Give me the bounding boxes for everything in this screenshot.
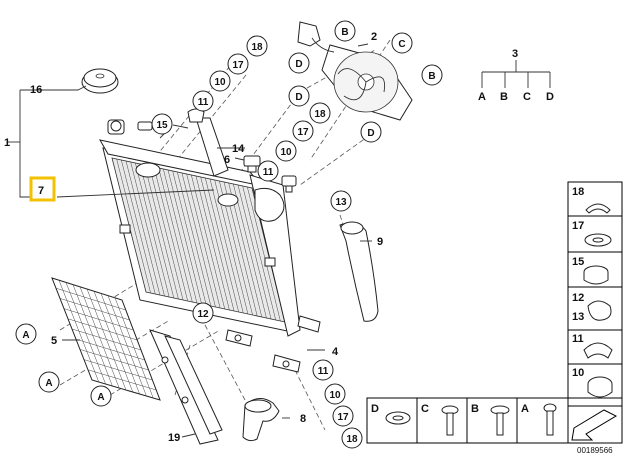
callout-Aa: A <box>15 323 37 345</box>
label-14: 14 <box>232 143 245 155</box>
side-panel-18: 18 <box>572 186 584 198</box>
callout-17c: 17 <box>332 405 354 427</box>
svg-text:11: 11 <box>318 366 329 377</box>
callout-Ba: B <box>334 20 356 42</box>
callout-11a: 11 <box>192 90 214 112</box>
callout-18b: 18 <box>309 102 331 124</box>
callout-17a: 17 <box>227 53 249 75</box>
radiator <box>99 119 321 373</box>
svg-text:A: A <box>45 378 52 389</box>
side-panel-15: 15 <box>572 256 584 268</box>
label-16: 16 <box>30 84 42 96</box>
callout-12: 12 <box>192 302 214 324</box>
callout-11b: 11 <box>257 160 279 182</box>
leader-lines <box>8 43 372 438</box>
svg-text:D: D <box>367 128 374 139</box>
tree-leaf-c: C <box>523 91 531 103</box>
callout-Ac: A <box>90 385 112 407</box>
callout-10b: 10 <box>275 140 297 162</box>
callout-Ab: A <box>38 371 60 393</box>
svg-text:10: 10 <box>214 77 226 88</box>
label-4: 4 <box>332 346 339 358</box>
callout-Bb: B <box>421 64 443 86</box>
side-panel-11: 11 <box>572 333 584 345</box>
label-5: 5 <box>51 335 57 347</box>
tree-leaf-b: B <box>500 91 508 103</box>
bottom-panel-b: B <box>471 403 479 415</box>
label-1: 1 <box>4 137 10 149</box>
radiator-cap <box>81 68 119 94</box>
bottom-panel-c: C <box>421 403 429 415</box>
label-3: 3 <box>512 48 518 60</box>
callout-Dc: D <box>360 121 382 143</box>
svg-text:D: D <box>295 92 302 103</box>
part-labels: 1 2 3 4 5 6 8 9 14 16 19 <box>4 31 518 444</box>
callout-Ca: C <box>391 32 413 54</box>
callout-Da: D <box>288 52 310 74</box>
tree-3: A B C D <box>478 60 554 103</box>
callout-18c: 18 <box>341 427 363 449</box>
side-panel-17: 17 <box>572 220 584 232</box>
callout-15: 15 <box>151 113 173 135</box>
air-guide <box>51 277 161 401</box>
label-2: 2 <box>371 31 377 43</box>
side-panel-13: 13 <box>572 311 584 323</box>
side-panel-10: 10 <box>572 367 584 379</box>
svg-text:A: A <box>22 330 29 341</box>
bottom-panel-a: A <box>521 403 529 415</box>
svg-text:12: 12 <box>197 309 209 320</box>
svg-text:18: 18 <box>251 42 263 53</box>
svg-text:18: 18 <box>346 434 358 445</box>
direction-arrow-icon <box>571 409 618 441</box>
highlight-label-7[interactable]: 7 <box>29 176 56 202</box>
callout-18a: 18 <box>246 35 268 57</box>
callout-Db: D <box>288 85 310 107</box>
svg-text:C: C <box>398 39 405 50</box>
svg-text:11: 11 <box>198 97 209 108</box>
label-19: 19 <box>168 432 180 444</box>
sensors <box>137 121 297 193</box>
label-8: 8 <box>300 413 306 425</box>
svg-text:10: 10 <box>329 390 341 401</box>
hose-bracket <box>187 108 229 177</box>
callout-10a: 10 <box>209 70 231 92</box>
callout-13: 13 <box>330 190 352 212</box>
label-7: 7 <box>38 185 44 197</box>
svg-text:B: B <box>428 71 435 82</box>
svg-text:B: B <box>341 27 348 38</box>
callouts: 18 17 10 11 15 D D B C B 18 17 10 11 D 1… <box>15 20 443 449</box>
tree-leaf-d: D <box>546 91 554 103</box>
svg-text:17: 17 <box>337 412 349 423</box>
bottom-panel-d: D <box>371 403 379 415</box>
callout-10c: 10 <box>324 383 346 405</box>
svg-text:17: 17 <box>232 60 244 71</box>
svg-text:15: 15 <box>156 120 168 131</box>
svg-text:13: 13 <box>335 197 347 208</box>
svg-text:A: A <box>97 392 104 403</box>
tree-leaf-a: A <box>478 91 486 103</box>
label-9: 9 <box>377 236 383 248</box>
svg-text:11: 11 <box>263 167 274 178</box>
svg-text:17: 17 <box>297 127 309 138</box>
side-panel-12: 12 <box>572 292 584 304</box>
reference-number: 00189566 <box>577 446 613 455</box>
fan <box>297 21 413 121</box>
side-panel: 18 17 15 12 13 11 10 <box>567 181 623 407</box>
svg-text:D: D <box>295 59 302 70</box>
svg-text:10: 10 <box>280 147 292 158</box>
mount-bracket <box>149 329 223 445</box>
callout-11c: 11 <box>312 359 334 381</box>
label-6: 6 <box>224 154 230 166</box>
hose <box>339 221 379 322</box>
bottom-panel: D C B A <box>366 397 623 444</box>
hose-elbow <box>242 398 280 442</box>
callout-17b: 17 <box>292 120 314 142</box>
svg-text:18: 18 <box>314 109 326 120</box>
